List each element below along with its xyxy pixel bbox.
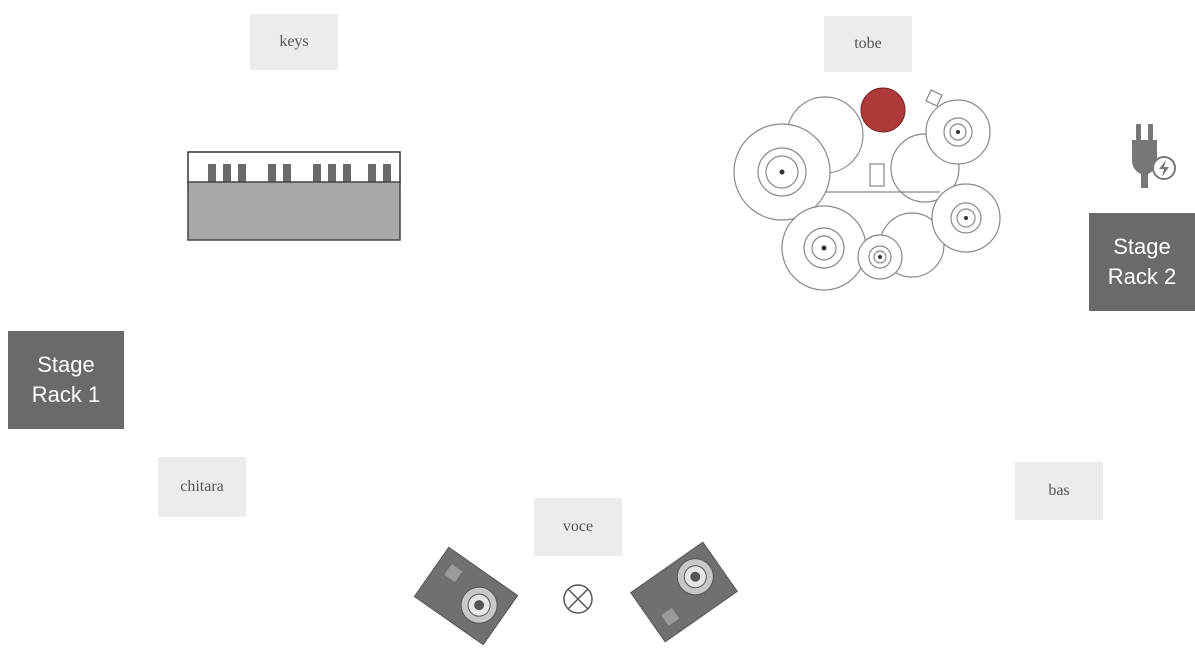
bas-label: bas bbox=[1015, 462, 1103, 520]
keys-label: keys bbox=[250, 14, 338, 70]
stage-rack-1-line1: Stage bbox=[37, 350, 95, 380]
voce-label: voce bbox=[534, 498, 622, 556]
power-plug-icon bbox=[1126, 122, 1186, 200]
keyboard-icon bbox=[186, 150, 404, 244]
stage-monitor-icon bbox=[412, 540, 520, 652]
stage-rack-2: Stage Rack 2 bbox=[1089, 213, 1195, 311]
vocal-mic-icon bbox=[561, 582, 595, 616]
tobe-label: tobe bbox=[824, 16, 912, 72]
stage-monitor-icon bbox=[628, 536, 740, 648]
stage-rack-2-line2: Rack 2 bbox=[1108, 262, 1176, 292]
stage-rack-2-line1: Stage bbox=[1113, 232, 1171, 262]
stage-rack-1: Stage Rack 1 bbox=[8, 331, 124, 429]
chitara-label: chitara bbox=[158, 457, 246, 517]
stage-rack-1-line2: Rack 1 bbox=[32, 380, 100, 410]
drum-kit-icon bbox=[730, 80, 1005, 302]
